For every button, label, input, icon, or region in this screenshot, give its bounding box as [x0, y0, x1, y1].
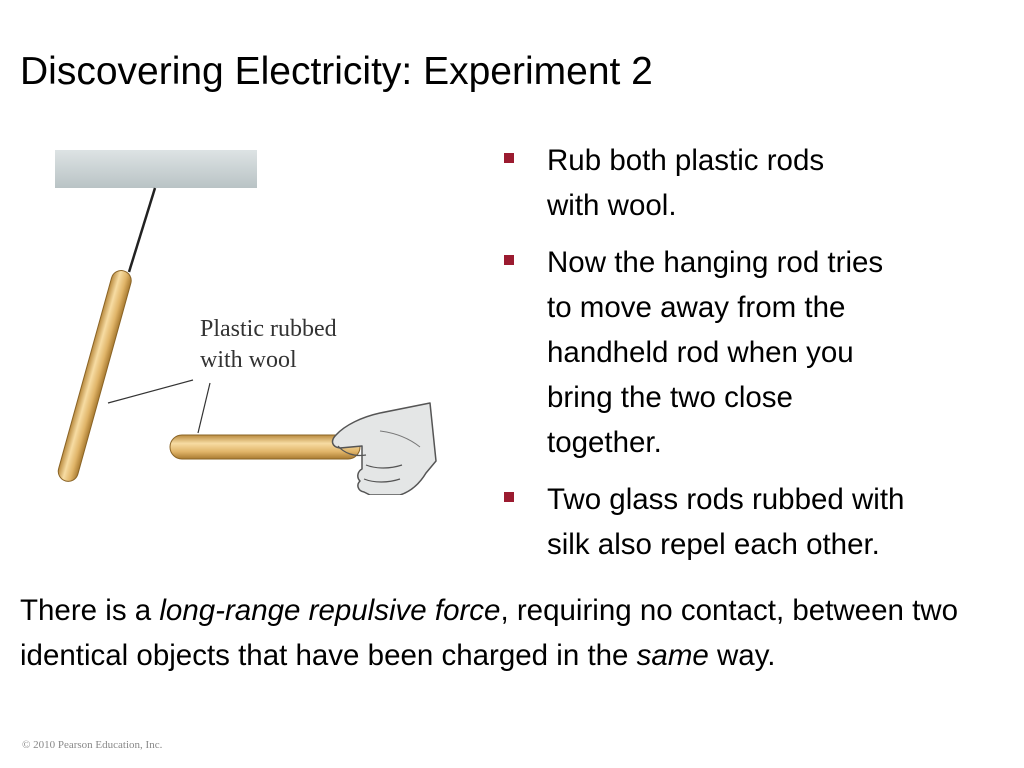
rods-diagram: Plastic rubbed with wool	[55, 150, 437, 495]
bullet-text-line: handheld rod when you	[547, 336, 854, 369]
bullet-square-icon	[504, 153, 514, 163]
experiment-illustration: Plastic rubbed with wool	[40, 135, 460, 495]
ceiling-support	[55, 150, 257, 188]
summary-text: way.	[708, 639, 776, 672]
bullet-text-line: to move away from the	[547, 291, 846, 324]
bullet-text-line: together.	[547, 426, 662, 459]
summary-text: , requiring no contact, between two iden…	[20, 594, 958, 672]
bullet-text-line: Rub both plastic rods	[547, 144, 825, 177]
summary-emphasis-same: same	[636, 639, 709, 672]
figure-label-line-1: Plastic rubbed	[200, 316, 337, 342]
bullet-square-icon	[504, 255, 514, 265]
hanging-string	[127, 187, 157, 273]
label-leader-line-left	[107, 379, 194, 404]
bullet-list: Rub both plastic rods with wool. Now the…	[500, 138, 1010, 579]
summary-paragraph: There is a long-range repulsive force, r…	[20, 588, 1010, 678]
bullet-item: Two glass rods rubbed with silk also rep…	[500, 477, 1010, 567]
copyright-notice: © 2010 Pearson Education, Inc.	[22, 739, 163, 751]
label-leader-line-right	[197, 382, 211, 434]
slide-title: Discovering Electricity: Experiment 2	[20, 50, 653, 93]
bullet-text-line: bring the two close	[547, 381, 793, 414]
bullet-item: Now the hanging rod tries to move away f…	[500, 240, 1010, 465]
bullet-text-line: Now the hanging rod tries	[547, 246, 884, 279]
bullet-text-line: silk also repel each other.	[547, 528, 880, 561]
summary-emphasis-long-range-force: long-range repulsive force	[159, 594, 501, 627]
hanging-plastic-rod	[57, 270, 132, 482]
bullet-item: Rub both plastic rods with wool.	[500, 138, 1010, 228]
figure-label-line-2: with wool	[200, 347, 297, 373]
hand-icon	[331, 402, 437, 495]
bullet-text-line: Two glass rods rubbed with	[547, 483, 905, 516]
bullet-square-icon	[504, 492, 514, 502]
bullet-text-line: with wool.	[547, 189, 677, 222]
summary-text: There is a	[20, 594, 160, 627]
handheld-plastic-rod	[169, 434, 361, 460]
